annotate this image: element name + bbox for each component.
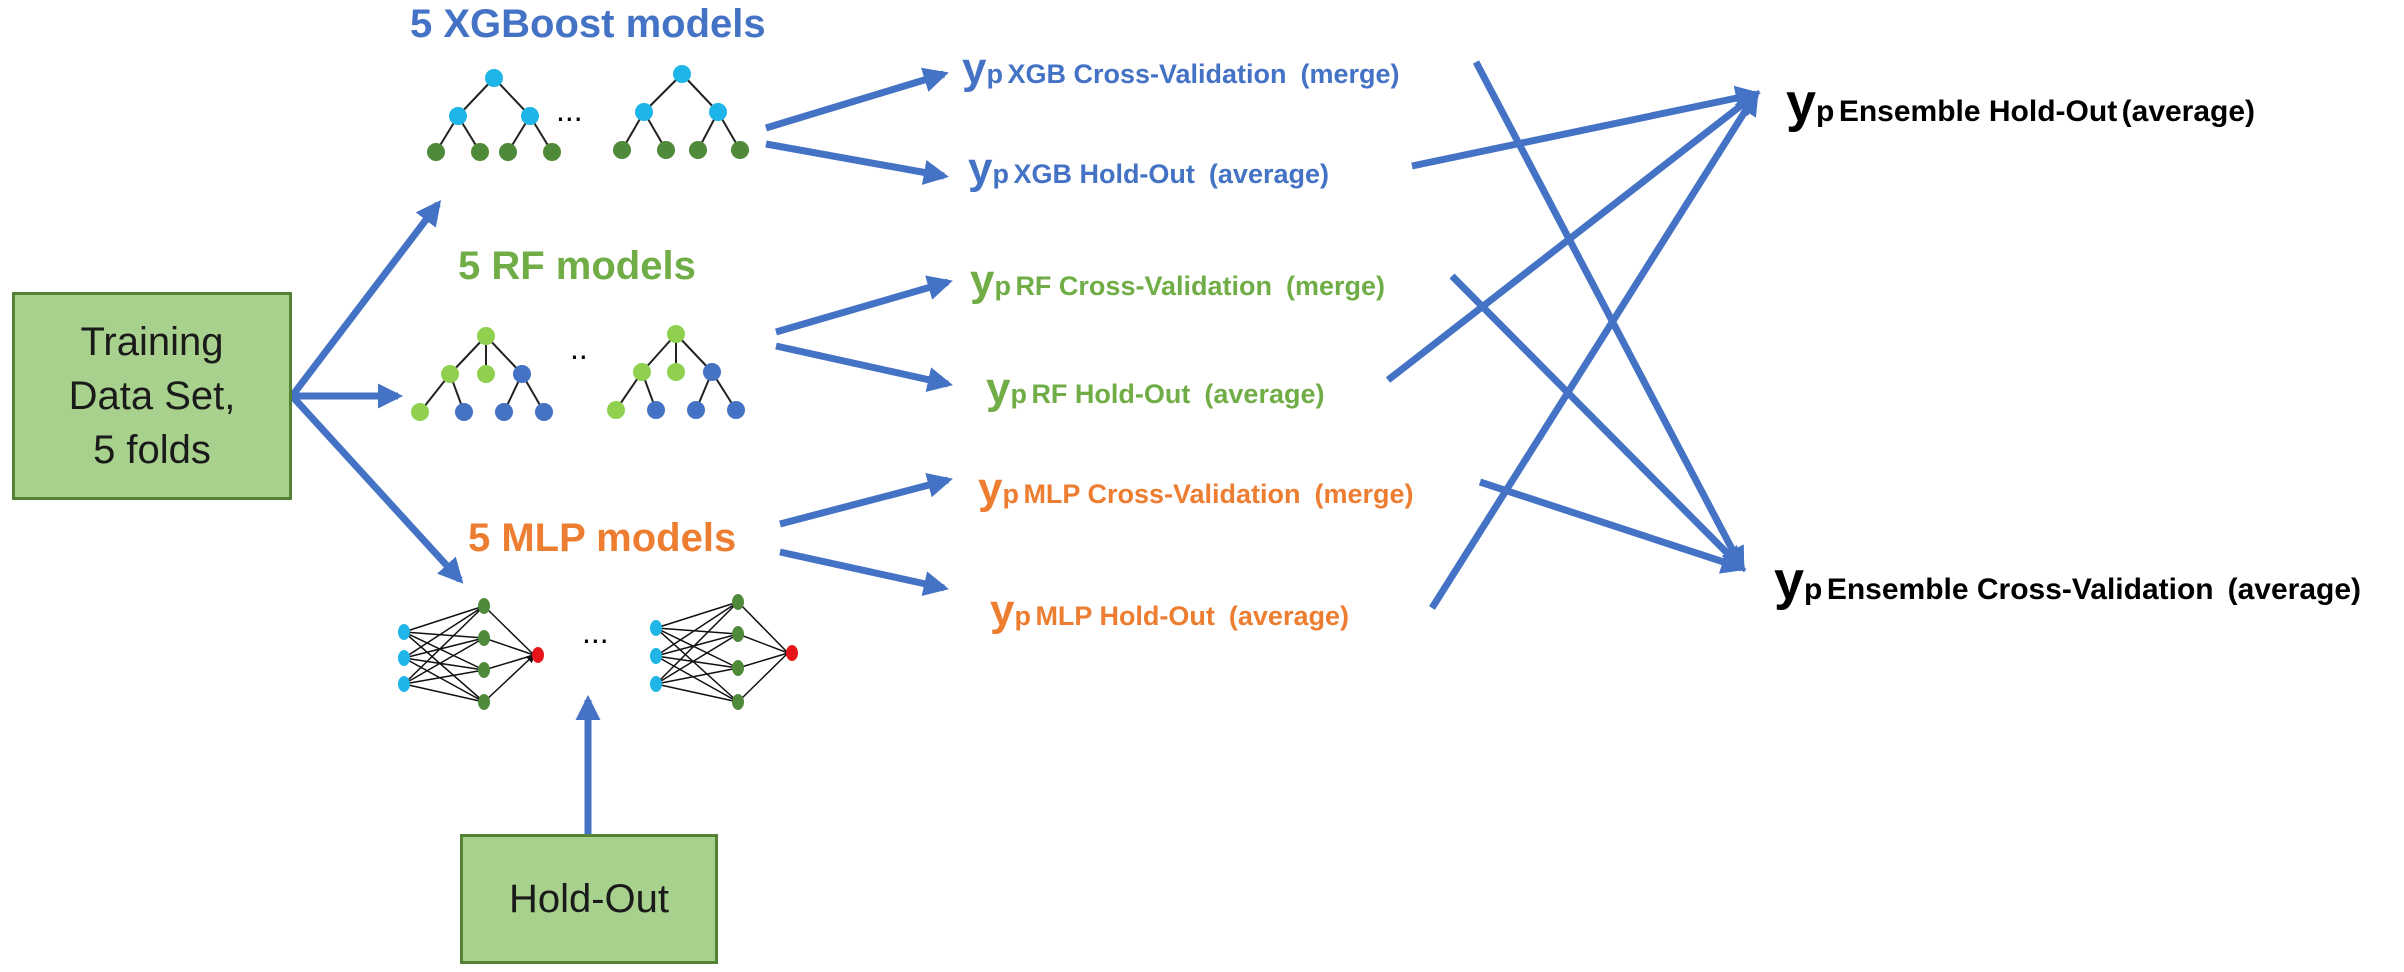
rf-tree-icons — [419, 333, 737, 413]
arrow-rf-to-cv — [775, 275, 953, 336]
arrow-mlp-ho-to-ens-ho — [1429, 89, 1759, 610]
ensemble-symbol: y — [1786, 73, 1817, 133]
output-subscript: p — [1002, 479, 1019, 509]
output-label: RF Cross-Validation — [1015, 271, 1272, 301]
arrow-training-to-xgb — [289, 199, 442, 399]
arrow-rf-ho-to-ens-ho — [1385, 90, 1760, 383]
arrow-xgb-ho-to-ens-ho — [1411, 85, 1761, 170]
arrow-training-to-mlp — [289, 393, 464, 584]
output-mlp-ho: yp MLP Hold-Out (average) — [990, 586, 1349, 636]
ensemble-label: Ensemble Cross-Validation — [1826, 573, 2214, 606]
output-rf-cv: yp RF Cross-Validation (merge) — [970, 256, 1385, 306]
rf-models-title: 5 RF models — [458, 244, 696, 288]
ensemble-mode: (average) — [2121, 95, 2256, 128]
mlp-models-title: 5 MLP models — [468, 516, 737, 560]
ensemble-subscript: p — [1804, 573, 1823, 606]
ensemble-mode: (average) — [2227, 573, 2362, 606]
mlp-network-left-nodes — [398, 598, 544, 710]
output-symbol: y — [962, 44, 987, 93]
training-line-1: Training — [80, 320, 224, 364]
ensemble-cv: yp Ensemble Cross-Validation (average) — [1774, 550, 2361, 612]
holdout-box: Hold-Out — [460, 834, 718, 964]
output-label: XGB Hold-Out — [1013, 159, 1195, 189]
ensemble-subscript: p — [1816, 95, 1835, 128]
output-mode: (merge) — [1300, 59, 1400, 89]
output-label: MLP Hold-Out — [1035, 601, 1215, 631]
training-data-box: Training Data Set, 5 folds — [12, 292, 292, 500]
ensemble-symbol: y — [1774, 551, 1805, 611]
xgb-tree-icons — [435, 73, 741, 153]
output-xgb-ho: yp XGB Hold-Out (average) — [968, 144, 1329, 194]
output-mlp-cv: yp MLP Cross-Validation (merge) — [978, 464, 1414, 514]
arrow-xgb-to-cv — [764, 67, 949, 132]
flow-arrows — [289, 60, 1761, 834]
ensemble-label: Ensemble Hold-Out — [1838, 95, 2118, 128]
arrow-xgb-cv-to-ens-cv — [1472, 60, 1746, 573]
rf-ellipsis: .. — [570, 330, 588, 366]
output-xgb-cv: yp XGB Cross-Validation (merge) — [962, 44, 1400, 94]
holdout-label: Hold-Out — [508, 876, 670, 921]
output-subscript: p — [1014, 601, 1031, 631]
output-symbol: y — [978, 464, 1003, 513]
output-subscript: p — [986, 59, 1003, 89]
output-label: XGB Cross-Validation — [1007, 59, 1287, 89]
arrow-xgb-to-ho — [765, 140, 949, 185]
output-mode: (merge) — [1314, 479, 1414, 509]
output-subscript: p — [992, 159, 1009, 189]
output-symbol: y — [986, 364, 1011, 413]
rf-tree-nodes — [411, 325, 745, 421]
training-line-2: Data Set, — [68, 374, 236, 418]
output-rf-ho: yp RF Hold-Out (average) — [986, 364, 1324, 414]
output-mode: (average) — [1208, 159, 1329, 189]
xgb-models-title: 5 XGBoost models — [410, 2, 766, 46]
mlp-network-left — [403, 605, 534, 703]
mlp-network-right-nodes — [650, 594, 798, 710]
arrow-mlp-to-cv — [779, 472, 953, 528]
output-symbol: y — [990, 586, 1015, 635]
output-mode: (average) — [1204, 379, 1325, 409]
arrow-rf-to-ho — [775, 342, 953, 392]
output-subscript: p — [1010, 379, 1027, 409]
arrow-mlp-to-ho — [779, 548, 949, 596]
xgb-tree-nodes — [427, 65, 749, 161]
output-label: MLP Cross-Validation — [1023, 479, 1301, 509]
mlp-network-right — [655, 601, 789, 703]
output-symbol: y — [968, 144, 993, 193]
output-subscript: p — [994, 271, 1011, 301]
arrow-mlp-cv-to-ens-cv — [1478, 478, 1747, 574]
output-mode: (merge) — [1285, 271, 1386, 301]
training-line-3: 5 folds — [93, 428, 211, 472]
output-mode: (average) — [1228, 601, 1349, 631]
mlp-ellipsis: ... — [582, 614, 609, 650]
arrow-rf-cv-to-ens-cv — [1449, 273, 1746, 572]
xgb-ellipsis: ... — [556, 92, 583, 128]
output-label: RF Hold-Out — [1031, 379, 1191, 409]
ensemble-holdout: yp Ensemble Hold-Out (average) — [1786, 72, 2255, 134]
output-symbol: y — [970, 256, 995, 305]
